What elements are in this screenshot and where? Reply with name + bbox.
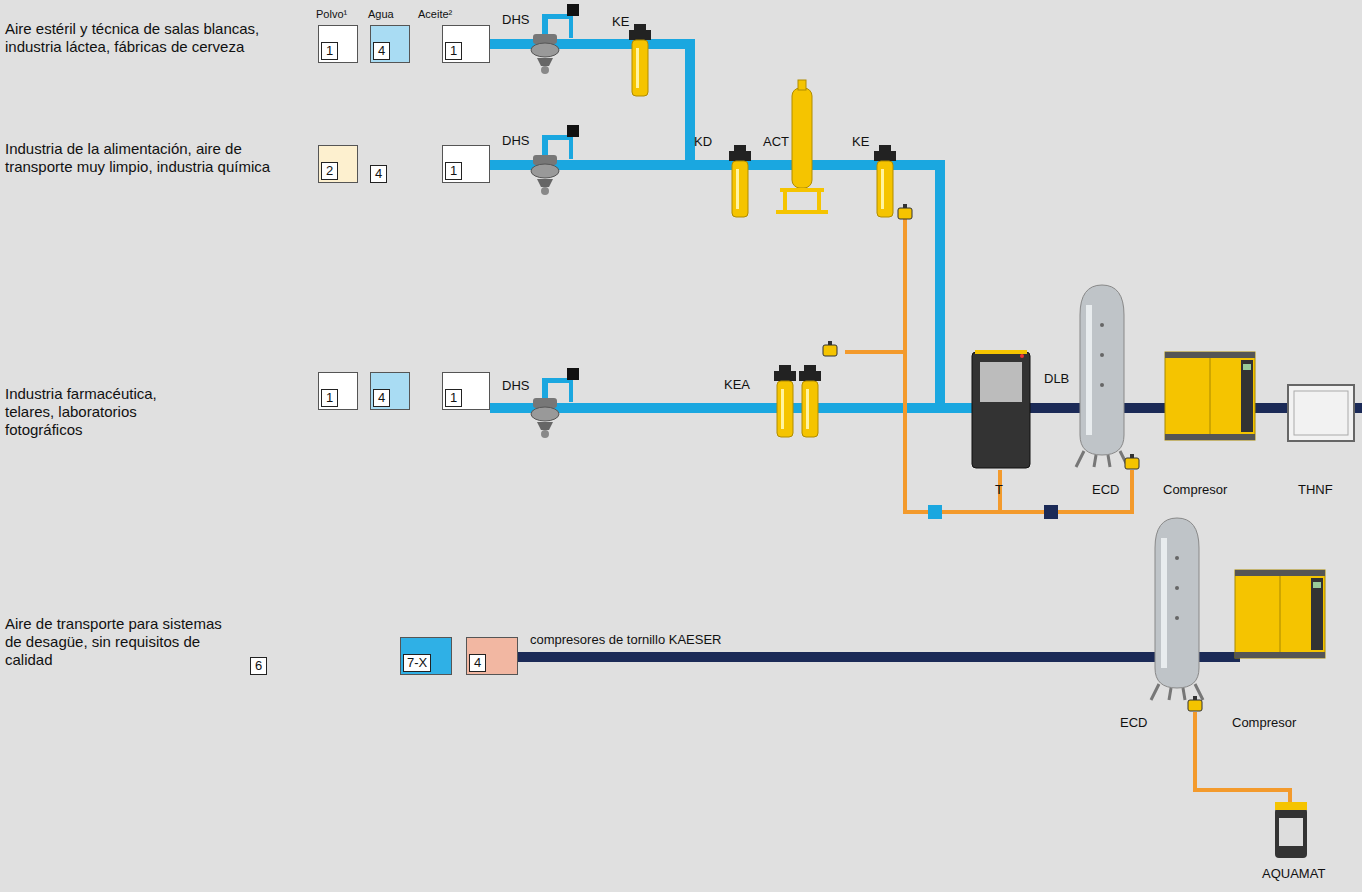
class-number: 4 xyxy=(373,42,390,60)
quality-class-box: 1 xyxy=(442,372,490,410)
class-number: 1 xyxy=(445,389,462,407)
component-label: DHS xyxy=(502,378,529,393)
quality-class-box: 6 xyxy=(250,656,267,675)
component-label: DLB xyxy=(1044,371,1069,386)
quality-class-box: 7-X xyxy=(400,637,452,675)
component-label: KE xyxy=(612,14,629,29)
quality-class-box: 4 xyxy=(466,637,518,675)
quality-class-box: 1 xyxy=(442,145,490,183)
quality-class-box: 4 xyxy=(370,25,410,63)
component-label: compresores de tornillo KAESER xyxy=(530,632,721,647)
component-label: DHS xyxy=(502,133,529,148)
class-number: 2 xyxy=(321,162,338,180)
quality-class-box: 4 xyxy=(370,372,410,410)
component-label: KEA xyxy=(724,377,750,392)
component-label: AQUAMAT xyxy=(1262,866,1325,881)
component-label: KE xyxy=(852,134,869,149)
component-label: Compresor xyxy=(1232,715,1296,730)
component-label: T xyxy=(995,482,1003,497)
component-label: DHS xyxy=(502,12,529,27)
class-number: 4 xyxy=(370,165,387,183)
component-label: Compresor xyxy=(1163,482,1227,497)
component-label: ACT xyxy=(763,134,789,149)
class-number: 1 xyxy=(445,42,462,60)
quality-class-box: 4 xyxy=(370,164,387,183)
component-label: ECD xyxy=(1120,715,1147,730)
class-number: 1 xyxy=(321,42,338,60)
component-label: KD xyxy=(694,134,712,149)
class-number: 6 xyxy=(250,657,267,675)
class-number: 4 xyxy=(373,389,390,407)
class-number: 7-X xyxy=(403,654,431,672)
class-number: 1 xyxy=(321,389,338,407)
application-text: Industria farmacéutica, telares, laborat… xyxy=(5,385,170,439)
quality-class-box: 1 xyxy=(318,25,358,63)
component-label: Agua xyxy=(368,7,394,22)
component-label: Polvo¹ xyxy=(316,7,347,22)
application-text: Aire estéril y técnica de salas blancas,… xyxy=(5,20,305,56)
class-number: 1 xyxy=(445,162,462,180)
quality-class-box: 1 xyxy=(318,372,358,410)
quality-class-box: 1 xyxy=(442,25,490,63)
component-label: Aceite² xyxy=(418,7,452,22)
class-number: 4 xyxy=(469,654,486,672)
quality-class-box: 2 xyxy=(318,145,358,183)
component-label: ECD xyxy=(1092,482,1119,497)
application-text: Aire de transporte para sistemas de desa… xyxy=(5,615,240,669)
component-label: THNF xyxy=(1298,482,1333,497)
application-text: Industria de la alimentación, aire de tr… xyxy=(5,140,310,176)
